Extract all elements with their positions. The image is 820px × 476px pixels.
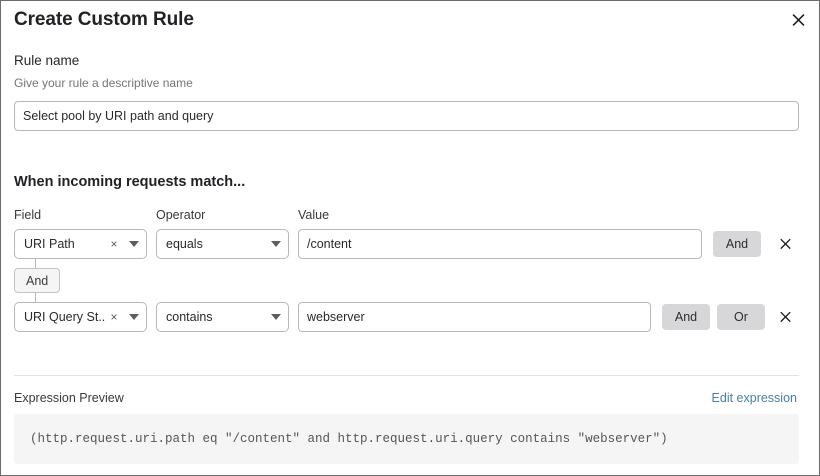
rule-name-input[interactable] — [14, 101, 799, 131]
field-select-2-clear-icon[interactable]: × — [110, 310, 118, 324]
close-dialog-button[interactable] — [787, 8, 809, 30]
chevron-down-icon[interactable] — [264, 314, 288, 320]
delete-condition-button-2[interactable] — [773, 303, 797, 329]
field-select-1-clear-icon[interactable]: × — [110, 237, 118, 251]
field-select-2-value: URI Query St... — [24, 310, 106, 324]
expression-preview-box: (http.request.uri.path eq "/content" and… — [14, 414, 799, 464]
close-icon — [792, 13, 804, 26]
condition-row: URI Path × equals And — [1, 229, 819, 259]
add-and-condition-button-1[interactable]: And — [713, 231, 761, 257]
value-input-2[interactable] — [298, 302, 651, 332]
match-section-heading: When incoming requests match... — [14, 174, 246, 190]
close-icon — [779, 311, 791, 322]
add-and-condition-button-2[interactable]: And — [662, 304, 710, 330]
operator-select-1-value: equals — [166, 237, 203, 251]
operator-select-1[interactable]: equals — [156, 229, 289, 259]
edit-expression-link[interactable]: Edit expression — [711, 391, 797, 405]
section-divider — [14, 375, 799, 376]
chevron-down-icon[interactable] — [122, 314, 146, 320]
rule-name-description: Give your rule a descriptive name — [14, 76, 193, 90]
add-or-condition-button-2[interactable]: Or — [717, 304, 765, 330]
field-select-1-value: URI Path — [24, 237, 75, 251]
chevron-down-icon[interactable] — [264, 241, 288, 247]
operator-select-2[interactable]: contains — [156, 302, 289, 332]
field-select-1[interactable]: URI Path × — [14, 229, 147, 259]
page-title: Create Custom Rule — [14, 9, 194, 30]
expression-preview-text: (http.request.uri.path eq "/content" and… — [30, 432, 668, 446]
column-header-operator: Operator — [156, 208, 206, 222]
expression-preview-label: Expression Preview — [14, 391, 124, 405]
operator-select-2-value: contains — [166, 310, 213, 324]
close-icon — [779, 238, 791, 249]
delete-condition-button-1[interactable] — [773, 230, 797, 256]
group-operator-badge[interactable]: And — [14, 268, 61, 293]
connector-line-bottom — [35, 292, 36, 302]
connector-line-top — [35, 259, 36, 269]
column-header-field: Field — [14, 208, 42, 222]
value-input-1[interactable] — [298, 229, 702, 259]
condition-row: URI Query St... × contains And Or — [1, 302, 819, 332]
field-select-2[interactable]: URI Query St... × — [14, 302, 147, 332]
chevron-down-icon[interactable] — [122, 241, 146, 247]
rule-name-label: Rule name — [14, 53, 80, 68]
column-header-value: Value — [298, 208, 330, 222]
